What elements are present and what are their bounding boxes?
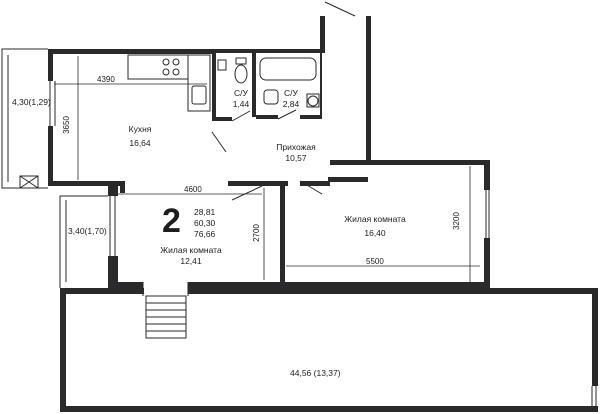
wall: [60, 406, 598, 412]
wall: [120, 181, 125, 193]
bath-small-area: 1,44: [232, 99, 250, 109]
wall: [320, 49, 322, 119]
bath-large-area: 2,84: [282, 99, 300, 109]
outlines: [1, 48, 597, 406]
sink: [217, 59, 227, 71]
wall: [252, 49, 256, 117]
bath-large-name: С/У: [284, 88, 298, 98]
apartment-badge: 2 28,81 60,30 76,66: [162, 202, 226, 240]
vent-box: [19, 175, 39, 189]
wall: [60, 288, 144, 294]
wall: [48, 181, 120, 186]
living-name: Жилая комната: [160, 245, 222, 255]
kitchen-area: 16,64: [129, 138, 151, 148]
balcony-outline: [59, 195, 108, 288]
wall: [212, 117, 232, 121]
stove-burner: [172, 58, 180, 66]
wall: [188, 282, 490, 288]
wall: [108, 186, 118, 196]
wall: [300, 115, 322, 119]
bath-sink: [263, 89, 279, 105]
bath-large-label: С/У 2,84: [276, 88, 306, 110]
loggia-outline: [1, 48, 48, 189]
wall: [108, 256, 118, 288]
living-area: 12,41: [180, 256, 202, 266]
bedroom-name: Жилая комната: [344, 214, 406, 224]
wall: [320, 16, 325, 53]
balcony-area: 3,40(1,70): [68, 226, 107, 236]
wall: [300, 181, 330, 186]
wall: [48, 49, 53, 81]
stove-burner: [162, 68, 170, 76]
dim-living-width: 4600: [184, 185, 202, 194]
kitchen-name: Кухня: [128, 124, 152, 134]
dim-bedroom-width: 5500: [366, 257, 384, 266]
living-door: [231, 185, 263, 201]
wall: [48, 49, 212, 54]
dimension-lines: [54, 56, 480, 282]
hallway-name: Прихожая: [276, 142, 316, 152]
wall: [212, 49, 216, 119]
dim-kitchen-width: 4390: [97, 75, 115, 84]
toilet: [234, 64, 248, 84]
bedroom-label: Жилая комната 16,40: [332, 214, 418, 239]
washing-machine: [307, 95, 319, 107]
wall: [484, 238, 490, 288]
wall: [592, 288, 598, 386]
wall: [256, 115, 278, 119]
wall: [212, 49, 322, 53]
wall: [330, 160, 490, 165]
washing-machine-box: [306, 93, 320, 108]
stove-burner: [172, 68, 180, 76]
wall: [108, 282, 143, 288]
doors: [211, 1, 356, 201]
wall: [228, 181, 288, 186]
kitchen-door: [211, 131, 227, 153]
bedroom-area: 16,40: [364, 228, 386, 238]
loggia-top-area: 4,30(1,29): [12, 97, 51, 107]
wall: [328, 177, 368, 182]
wall: [48, 126, 53, 182]
dim-bedroom-height: 3200: [452, 212, 461, 230]
stove-burner: [162, 58, 170, 66]
wall: [366, 16, 371, 164]
bath-door: [231, 110, 251, 122]
room-count: 2: [162, 202, 181, 240]
wall: [60, 288, 66, 412]
hallway-label: Прихожая 10,57: [266, 142, 326, 164]
wall: [280, 181, 285, 288]
area-living: 28,81: [194, 207, 216, 217]
bath-small-name: С/У: [234, 88, 248, 98]
wall: [188, 288, 598, 294]
kitchen-counter-side: [187, 54, 211, 112]
kitchen-label: Кухня 16,64: [120, 124, 160, 149]
entrance-door: [324, 1, 356, 17]
kitchen-sink: [191, 85, 207, 105]
bath-small-label: С/У 1,44: [226, 88, 256, 110]
area-total-no-balcony: 60,30: [194, 218, 216, 228]
walls: [48, 16, 598, 412]
dim-living-height: 2700: [252, 224, 261, 242]
bathtub: [259, 57, 317, 81]
dim-kitchen-height: 3650: [62, 116, 71, 134]
terrace-area: 44,56 (13,37): [290, 368, 341, 378]
hallway-area: 10,57: [285, 153, 307, 163]
bedroom-door: [299, 180, 323, 195]
toilet-tank: [235, 57, 247, 65]
area-summary: 28,81 60,30 76,66: [194, 207, 215, 240]
bath-door: [277, 109, 297, 120]
area-total: 76,66: [194, 229, 216, 239]
wall: [484, 160, 490, 190]
kitchen-counter: [127, 54, 189, 80]
vent-cross: [19, 175, 39, 189]
living-label: Жилая комната 12,41: [148, 245, 234, 267]
